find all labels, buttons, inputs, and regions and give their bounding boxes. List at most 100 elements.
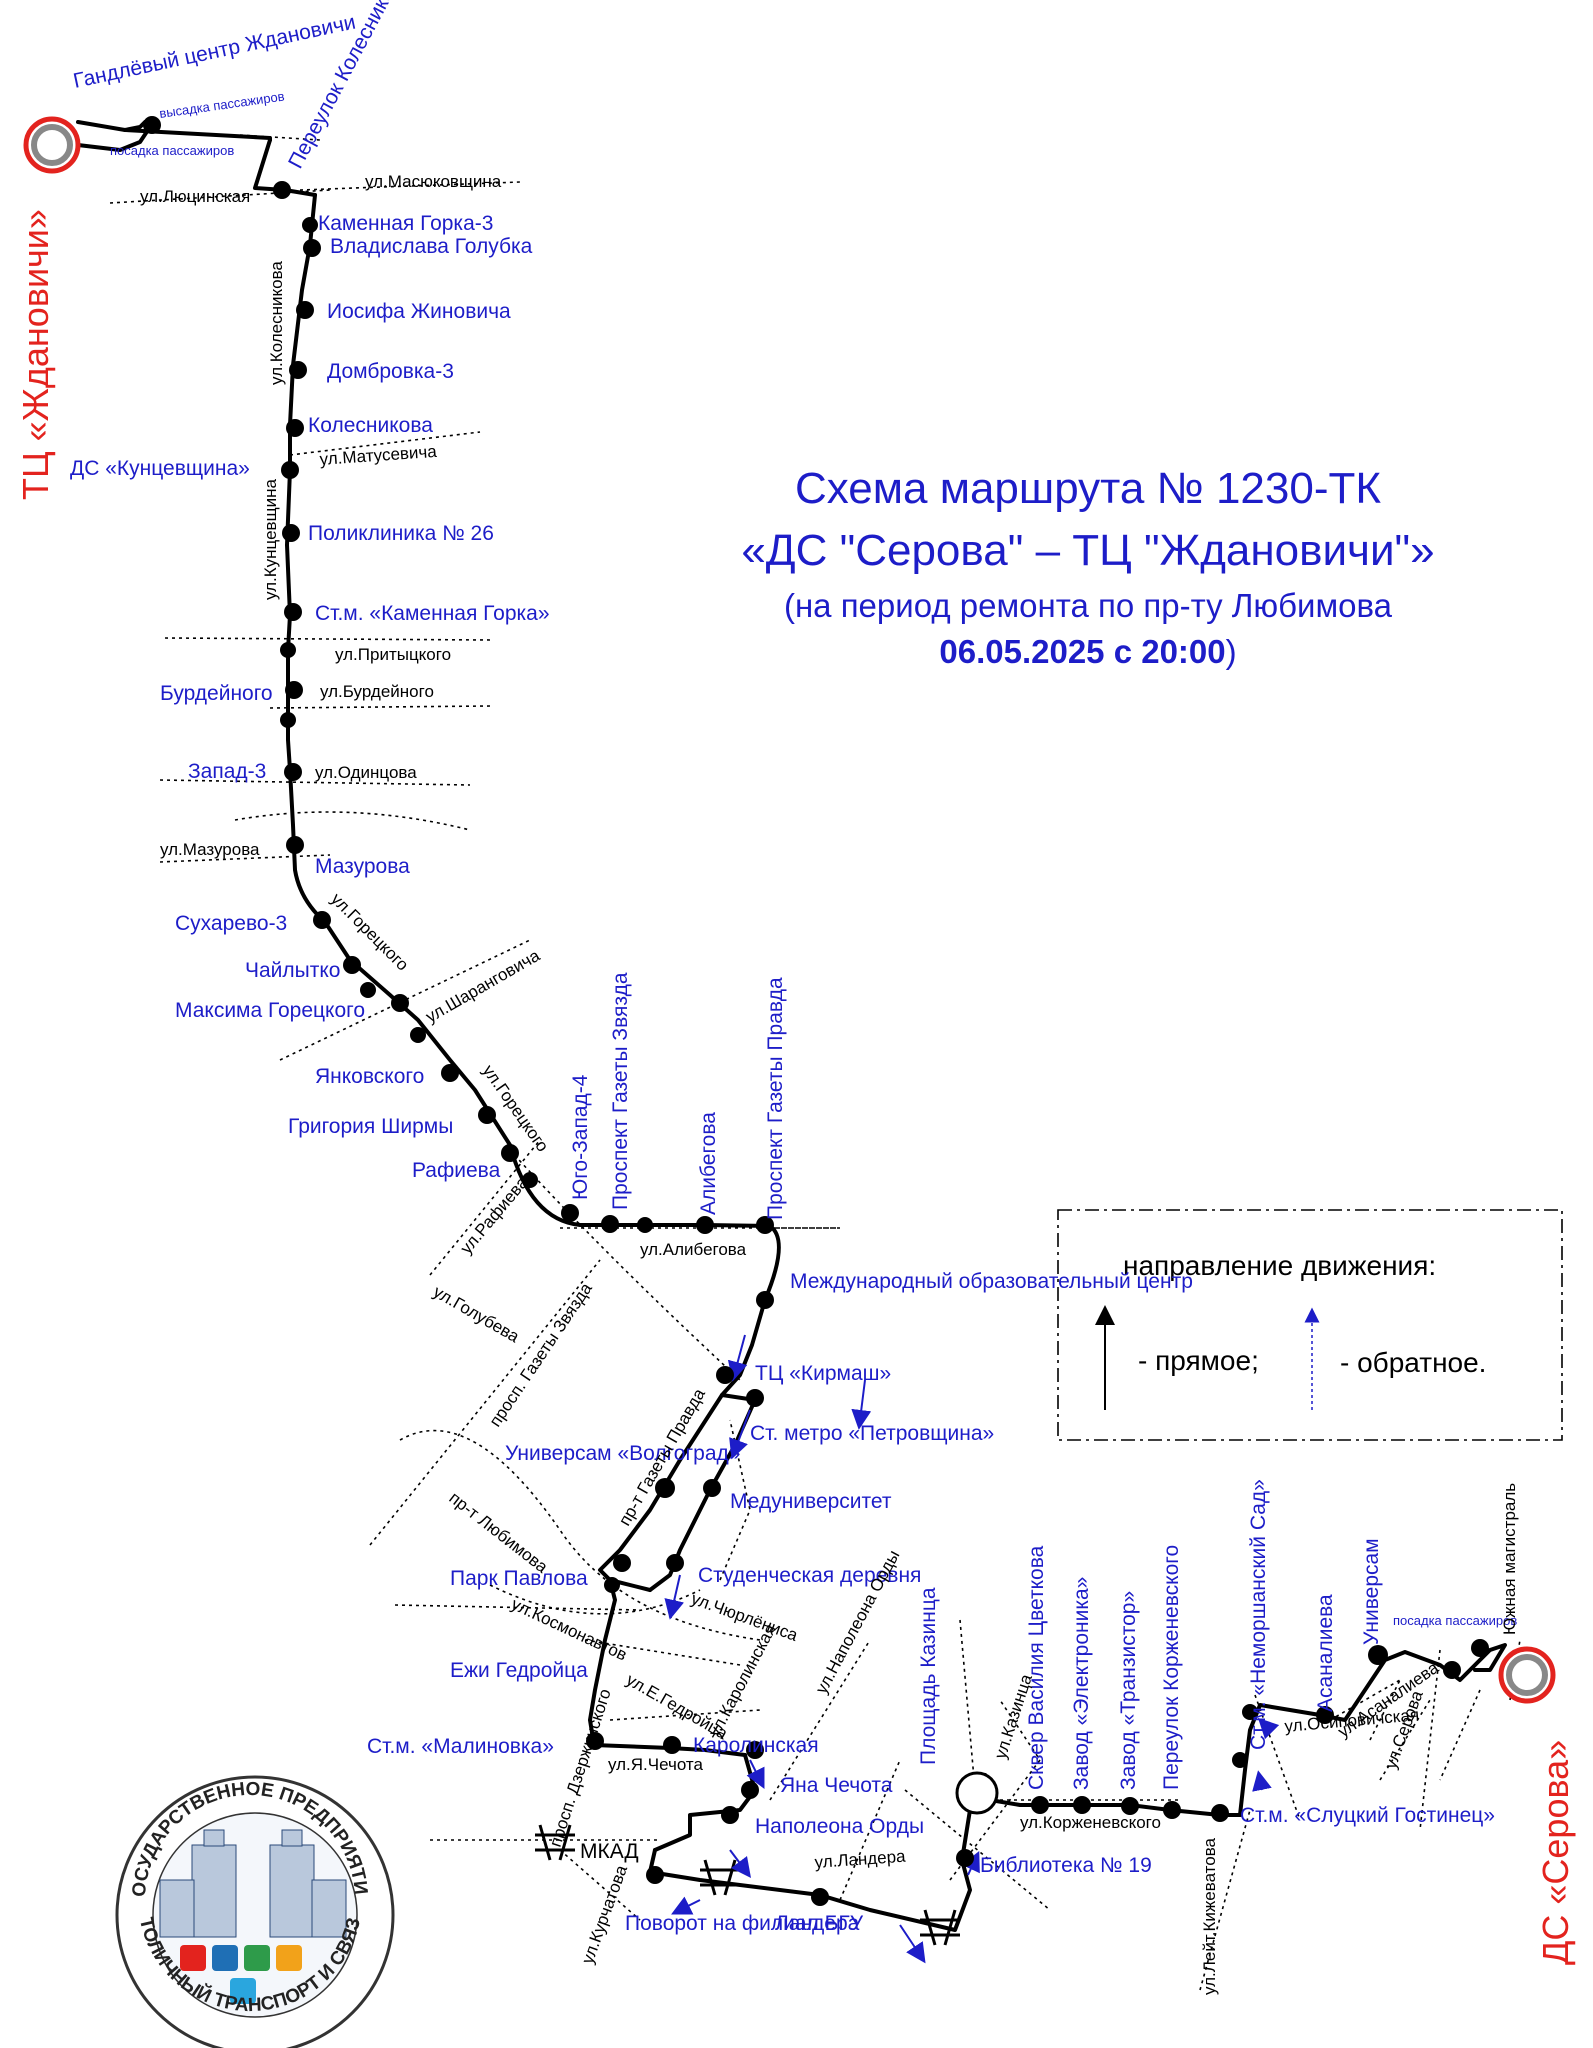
label-gandlyovy: Гандлёвый центр Ждановичи [71, 11, 357, 93]
ploshchad-kazinca-circle [955, 1771, 999, 1815]
stop-dot [441, 1064, 459, 1082]
label-burdeynogo: Бурдейного [160, 682, 273, 705]
label-boarding-end: посадка пассажиров [1393, 1613, 1517, 1628]
label-universam-volgograd: Универсам «Волгоград» [505, 1442, 740, 1465]
title-line-4: 06.05.2025 с 20:00) [939, 633, 1236, 670]
label-yana-chechota: Яна Чечота [780, 1774, 893, 1797]
stop-dot [1242, 1704, 1258, 1720]
label-stm-malinovka: Ст.м. «Малиновка» [367, 1735, 554, 1758]
label-universam: Универсам [1360, 1538, 1383, 1645]
label-zavod-elektronika: Завод «Электроника» [1070, 1577, 1093, 1790]
label-stm-nemorshansky: Ст.м. «Неморшанский Сад» [1247, 1479, 1270, 1750]
reverse-arrows [664, 1334, 1280, 1964]
label-pr-gazety-zvyazda: Проспект Газеты Звязда [609, 972, 632, 1210]
stop-dot [613, 1554, 631, 1572]
label-ezhi-gedroyca: Ежи Гедройца [450, 1659, 588, 1682]
stop-dot [289, 361, 307, 379]
street-kuntsevshchina: ул.Кунцевщина [261, 479, 280, 600]
label-stm-petrovshchina: Ст. метро «Петровщина» [750, 1422, 994, 1445]
label-pr-gazety-pravda: Проспект Газеты Правда [764, 977, 787, 1220]
stop-dot [1211, 1804, 1229, 1822]
street-lyuchinskaya: ул.Люцинская [140, 187, 250, 206]
label-poliklinika-26: Поликлиника № 26 [308, 522, 494, 545]
stop-dot [313, 911, 331, 929]
stop-dot [296, 301, 314, 319]
street-alibegova: ул.Алибегова [640, 1240, 747, 1259]
stop-dot [1232, 1752, 1248, 1768]
stop-dot [646, 1866, 664, 1884]
stop-dot [303, 239, 321, 257]
label-chaylytko: Чайлытко [245, 959, 340, 982]
street-yuzhnaya: Южная магистраль [1500, 1483, 1519, 1635]
street-odintsova: ул.Одинцова [315, 763, 417, 782]
legend-reverse: - обратное. [1340, 1347, 1486, 1378]
stop-dot [1316, 1706, 1334, 1724]
stop-dot [756, 1216, 774, 1234]
stop-dot [343, 956, 361, 974]
street-matusevicha: ул.Матусевича [319, 442, 438, 469]
stop-dot [285, 681, 303, 699]
street-pr-gazety-zvyazda: просп. Газеты Звязда [486, 1279, 597, 1430]
street-korzhenevskogo: ул.Корженевского [1020, 1813, 1161, 1832]
label-kolesnikova: Колесникова [308, 414, 433, 437]
stop-dot [666, 1554, 684, 1572]
label-boarding-start: посадка пассажиров [110, 143, 234, 158]
label-rafieva: Рафиева [412, 1159, 501, 1182]
label-vladislava-golubka: Владислава Голубка [330, 235, 533, 258]
stop-dot [956, 1849, 974, 1867]
stop-dot [1471, 1639, 1489, 1657]
stop-dot [522, 1172, 538, 1188]
label-ds-kuntsevshchina: ДС «Кунцевщина» [70, 457, 250, 480]
label-studencheskaya: Студенческая деревня [698, 1564, 921, 1587]
street-karolinskaya: ул.Каролинская [705, 1621, 780, 1740]
street-prityckogo: ул.Притыцкого [335, 645, 451, 664]
stop-dot [746, 1741, 764, 1759]
stop-dot [1031, 1796, 1049, 1814]
logo-transport-icons [180, 1945, 302, 2004]
label-iosifa-zhinovicha: Иосифа Жиновича [327, 300, 511, 323]
label-zapad-3: Запад-3 [188, 760, 266, 783]
stop-dot [282, 524, 300, 542]
legend: направление движения: - прямое; - обратн… [1057, 1209, 1563, 1441]
title-line-3: (на период ремонта по пр-ту Любимова [784, 587, 1393, 624]
label-dropoff: высадка пассажиров [158, 89, 285, 121]
title-line-2: «ДС "Серова" – ТЦ "Ждановичи"» [741, 526, 1434, 575]
stop-dot [586, 1732, 604, 1750]
stop-dot [811, 1888, 829, 1906]
stop-dot [561, 1204, 579, 1222]
stop-dot [284, 763, 302, 781]
stop-dot [280, 712, 296, 728]
label-yankovskogo: Янковского [315, 1065, 424, 1088]
street-kurchatova: ул.Курчатова [578, 1862, 631, 1966]
street-pr-lyubimova: пр-т Любимова [446, 1488, 552, 1577]
stop-dot [696, 1216, 714, 1234]
stop-dot [302, 217, 318, 233]
stop-dot [1368, 1645, 1388, 1665]
legend-forward: - прямое; [1138, 1345, 1259, 1376]
label-stm-slutsky: Ст.м. «Слуцкий Гостинец» [1240, 1804, 1495, 1827]
label-stm-kamennaya-gorka: Ст.м. «Каменная Горка» [315, 602, 550, 625]
label-sukharevo-3: Сухарево-3 [175, 912, 287, 935]
label-skver-cvetkova: Сквер Василия Цветкова [1025, 1545, 1048, 1790]
label-mkad: МКАД [580, 1840, 639, 1863]
title-date: 06.05.2025 с 20:00 [939, 633, 1225, 670]
label-kamennaya-gorka-3: Каменная Горка-3 [318, 212, 493, 235]
mkad-junctions [535, 1824, 960, 1946]
street-kolesnikova: ул.Колесникова [267, 261, 286, 385]
terminal-end-label: ДС «Серова» [1535, 1740, 1576, 1965]
street-golubeva: ул.Голубева [430, 1282, 523, 1347]
title-line-1: Схема маршрута № 1230-ТК [795, 464, 1381, 513]
street-burdeynogo: ул.Бурдейного [320, 682, 434, 701]
legend-heading: направление движения: [1123, 1250, 1436, 1281]
stop-dot [286, 836, 304, 854]
street-asanalieva: ул.Асаналиева [1334, 1658, 1442, 1742]
label-biblioteka-19: Библиотека № 19 [980, 1854, 1152, 1877]
stop-dot [746, 1389, 764, 1407]
terminal-start-label: ТЦ «Ждановичи» [15, 209, 56, 500]
stop-dot [410, 1027, 426, 1043]
stop-dot [637, 1217, 653, 1233]
stop-dot [655, 1478, 675, 1498]
stop-dot [756, 1291, 774, 1309]
label-yugo-zapad-4: Юго-Запад-4 [569, 1074, 592, 1200]
